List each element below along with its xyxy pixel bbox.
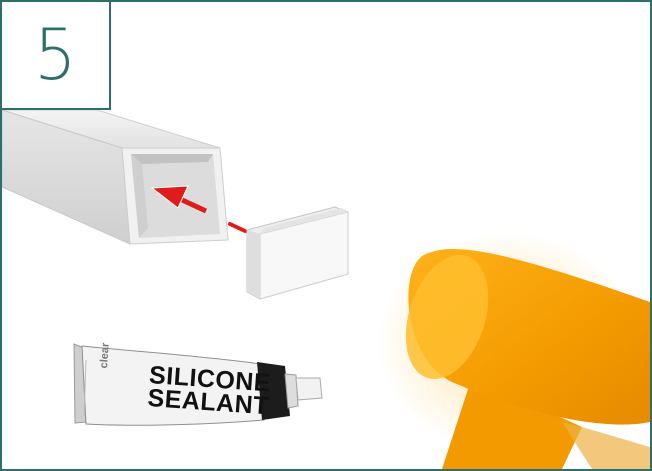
tube-side-label: clear xyxy=(98,342,112,368)
step-number-box: 5 xyxy=(2,2,111,110)
end-cap xyxy=(247,207,348,299)
step-number: 5 xyxy=(34,20,76,90)
silicone-tube-label: SILICONE SEALANT xyxy=(147,364,272,418)
rectangular-tube-profile xyxy=(2,110,228,244)
rubber-mallet xyxy=(377,232,650,469)
